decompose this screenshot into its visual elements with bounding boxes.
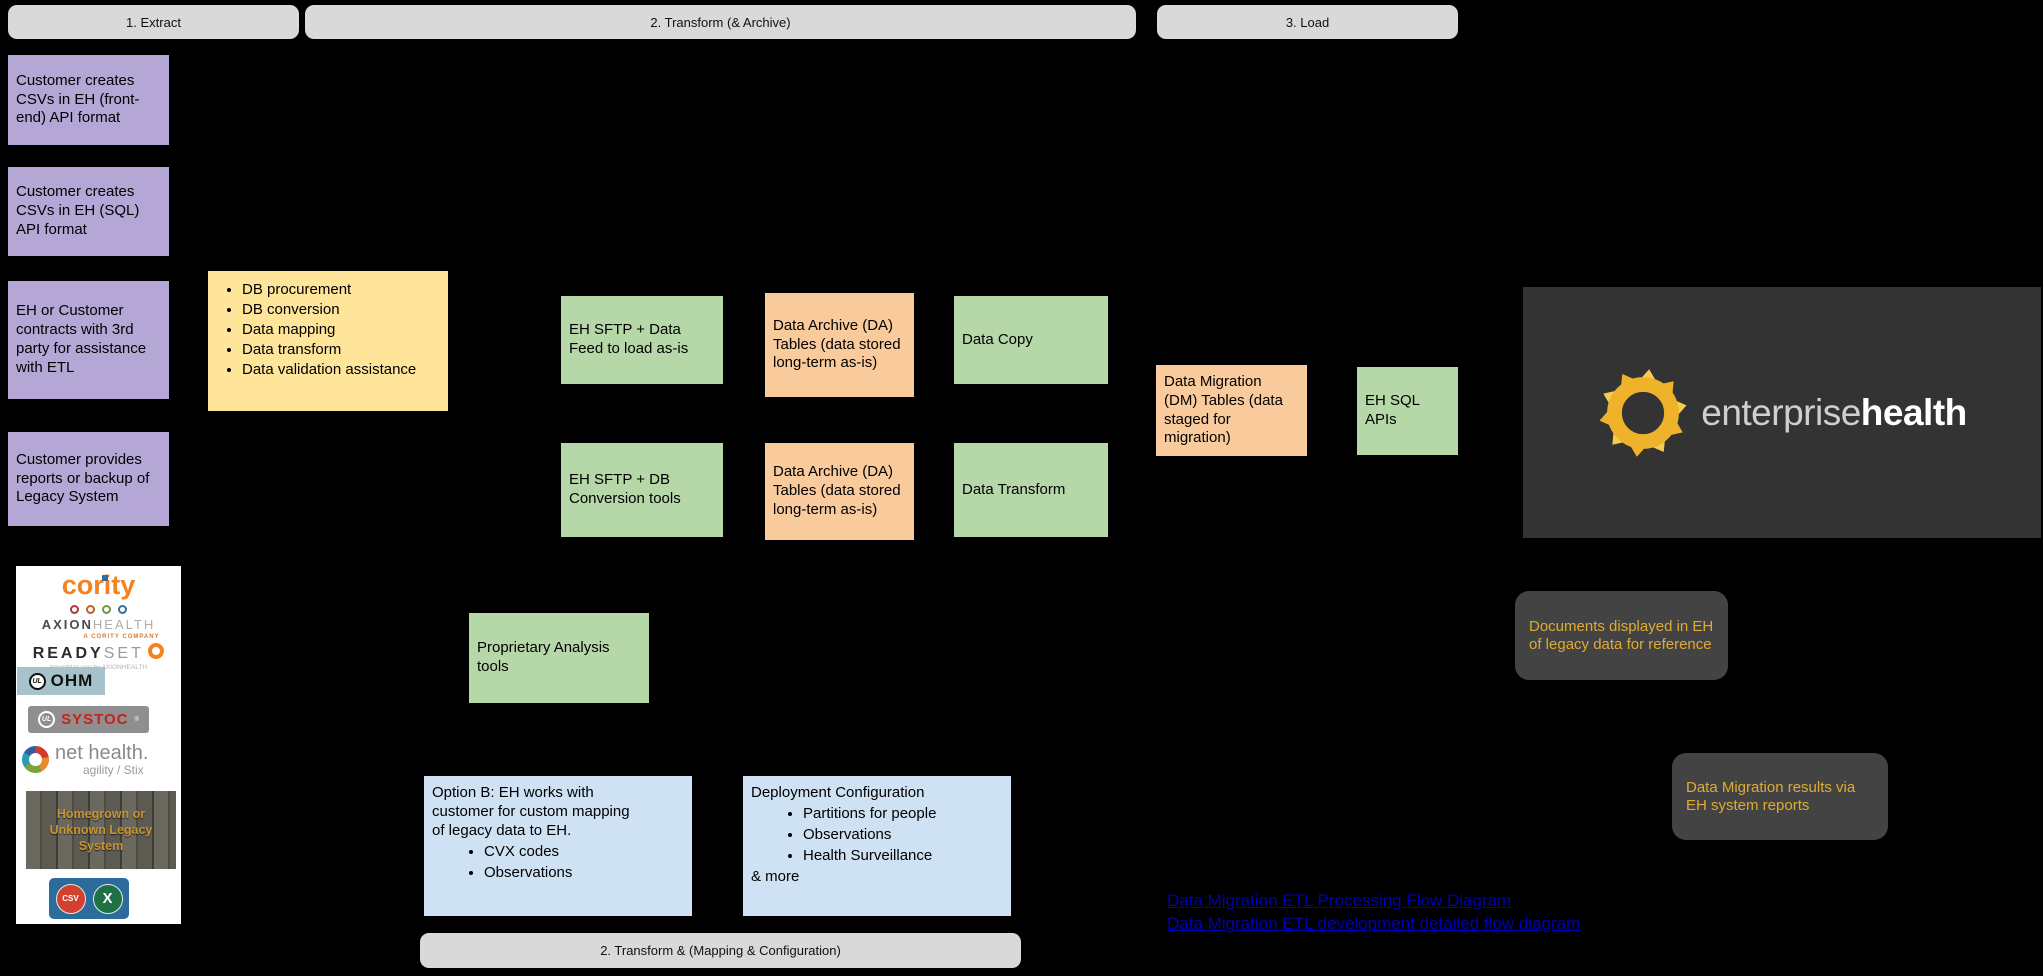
readyset-o-icon [148, 643, 165, 659]
extract-step-csv-frontend-text: Customer creates CSVs in EH (front-end) … [16, 71, 140, 127]
extract-step-csv-sql-text: Customer creates CSVs in EH (SQL) API fo… [16, 183, 140, 238]
data-copy-box: Data Copy [954, 296, 1108, 384]
ul-icon: UL [38, 711, 56, 728]
extract-step-reports-backup-text: Customer provides reports or backup of L… [16, 450, 150, 506]
note-documents-displayed: Documents displayed in EH of legacy data… [1515, 591, 1728, 680]
data-archive-tables-box-2: Data Archive (DA) Tables (data stored lo… [765, 443, 914, 540]
net-health-sub: agility / Stix [83, 763, 144, 777]
data-archive-tables-text-2: Data Archive (DA) Tables (data stored lo… [773, 463, 901, 518]
data-migration-tables-box: Data Migration (DM) Tables (data staged … [1156, 365, 1307, 456]
brand-word-health: health [1860, 391, 1967, 433]
assistance-item: Data validation assistance [242, 361, 420, 380]
net-health-logo: net health. agility / Stix [22, 742, 148, 777]
deployment-item: Health Surveillance [803, 847, 1003, 866]
phase-pill-transform-archive-label: 2. Transform (& Archive) [650, 14, 791, 30]
proprietary-analysis-box: Proprietary Analysis tools [469, 613, 649, 703]
ohm-name: OHM [50, 671, 94, 690]
axion-name: AXION [41, 617, 93, 632]
option-b-item: CVX codes [484, 843, 684, 862]
cority-i-dot-icon [102, 575, 108, 581]
assistance-item: Data transform [242, 341, 420, 360]
deployment-footer: & more [751, 867, 800, 885]
systoc-logo: UL SYSTOC ® [28, 706, 149, 733]
link-etl-processing-flow-diagram[interactable]: Data Migration ETL Processing Flow Diagr… [1167, 891, 1512, 910]
phase-pill-load: 3. Load [1157, 5, 1458, 39]
phase-pill-transform-mapping-configuration: 2. Transform & (Mapping & Configuration) [420, 933, 1021, 968]
deployment-item: Observations [803, 826, 1003, 845]
ohm-logo: UL OHM [17, 667, 105, 695]
net-health-ring-icon [22, 746, 49, 773]
systoc-registered-mark: ® [134, 716, 139, 723]
net-health-name: net health. [55, 742, 149, 764]
deployment-configuration-box: Deployment Configuration Partitions for … [743, 776, 1011, 916]
axion-dots-icon [16, 605, 181, 614]
data-migration-tables-text: Data Migration (DM) Tables (data staged … [1164, 372, 1283, 447]
excel-file-icon: X [92, 883, 123, 914]
data-archive-tables-text-1: Data Archive (DA) Tables (data stored lo… [773, 316, 901, 372]
note-migration-results: Data Migration results via EH system rep… [1672, 753, 1888, 840]
eh-sql-apis-box: EH SQL APIs [1357, 367, 1458, 455]
brand-word-enterprise: enterprise [1701, 391, 1861, 433]
phase-pill-transform-mapping-label: 2. Transform & (Mapping & Configuration) [600, 943, 841, 958]
readyset-ready: READY [32, 645, 104, 662]
deployment-item: Partitions for people [803, 805, 1003, 824]
phase-pill-extract-label: 1. Extract [126, 14, 181, 30]
enterprise-health-panel: enterprisehealth [1523, 287, 2041, 538]
data-transform-text: Data Transform [962, 480, 1066, 498]
note-migration-results-text: Data Migration results via EH system rep… [1686, 779, 1856, 814]
proprietary-analysis-text: Proprietary Analysis tools [477, 639, 610, 675]
sftp-db-conversion-box: EH SFTP + DB Conversion tools [561, 443, 723, 537]
data-copy-text: Data Copy [962, 330, 1033, 348]
phase-pill-load-label: 3. Load [1285, 14, 1330, 30]
axion-dot-blue [118, 605, 127, 614]
homegrown-legacy-system-image: Homegrown or Unknown Legacy System [26, 791, 176, 869]
option-b-heading: Option B: EH works with customer for cus… [432, 784, 630, 839]
legacy-systems-panel: cority AXIONHEALTH A CORITY COMPANY READ… [16, 566, 181, 924]
assistance-item: Data mapping [242, 321, 420, 340]
extract-step-csv-sql: Customer creates CSVs in EH (SQL) API fo… [8, 167, 169, 256]
axion-dot-orange [86, 605, 95, 614]
extract-step-3rd-party: EH or Customer contracts with 3rd party … [8, 281, 169, 399]
cority-logo: cority [61, 570, 136, 600]
assistance-item: DB procurement [242, 281, 420, 300]
sftp-data-feed-text: EH SFTP + Data Feed to load as-is [569, 321, 689, 357]
extract-step-3rd-party-text: EH or Customer contracts with 3rd party … [16, 302, 147, 376]
axion-dot-red [70, 605, 79, 614]
option-b-item: Observations [484, 864, 684, 883]
axion-health-logo: AXIONHEALTH A CORITY COMPANY [16, 605, 181, 640]
data-transform-box: Data Transform [954, 443, 1108, 537]
extract-step-reports-backup: Customer provides reports or backup of L… [8, 432, 169, 526]
extract-step-csv-frontend: Customer creates CSVs in EH (front-end) … [8, 55, 169, 145]
sftp-db-conversion-text: EH SFTP + DB Conversion tools [569, 471, 681, 507]
assistance-services-list: DB procurement DB conversion Data mappin… [216, 281, 420, 380]
deployment-heading: Deployment Configuration [751, 784, 925, 801]
link-etl-development-detailed-flow-diagram[interactable]: Data Migration ETL development detailed … [1167, 914, 1581, 933]
assistance-services-box: DB procurement DB conversion Data mappin… [208, 271, 448, 411]
note-documents-text: Documents displayed in EH of legacy data… [1529, 618, 1714, 653]
sftp-data-feed-box: EH SFTP + Data Feed to load as-is [561, 296, 723, 384]
phase-pill-transform-archive: 2. Transform (& Archive) [305, 5, 1136, 39]
enterprise-health-wordmark: enterprisehealth [1701, 392, 1967, 434]
ul-icon: UL [28, 672, 46, 690]
eh-sql-apis-text: EH SQL APIs [1365, 392, 1420, 428]
readyset-set: SET [103, 645, 144, 662]
homegrown-caption: Homegrown or Unknown Legacy System [49, 806, 153, 854]
axion-health-name: HEALTH [92, 617, 156, 632]
axion-dot-green [102, 605, 111, 614]
data-archive-tables-box-1: Data Archive (DA) Tables (data stored lo… [765, 293, 914, 397]
deployment-list: Partitions for people Observations Healt… [751, 805, 1003, 868]
enterprise-health-sun-icon [1599, 368, 1687, 457]
phase-pill-extract: 1. Extract [8, 5, 299, 39]
option-b-list: CVX codes Observations [432, 843, 684, 885]
csv-file-icon: CSV [55, 883, 86, 914]
axion-tagline: A CORITY COMPANY [83, 634, 160, 640]
assistance-item: DB conversion [242, 301, 420, 320]
file-format-icons: CSV X [49, 878, 129, 919]
systoc-name: SYSTOC [61, 711, 129, 728]
option-b-mapping-box: Option B: EH works with customer for cus… [424, 776, 692, 916]
